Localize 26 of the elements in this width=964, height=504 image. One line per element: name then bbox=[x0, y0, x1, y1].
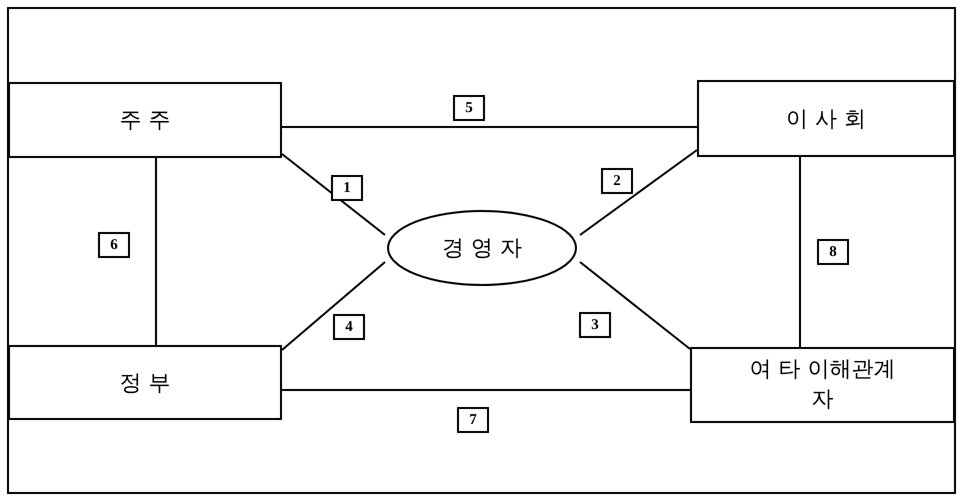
number-label: 3 bbox=[579, 312, 611, 338]
connector-line bbox=[579, 149, 698, 236]
number-label: 5 bbox=[453, 95, 485, 121]
number-label: 6 bbox=[98, 232, 130, 258]
connector-line bbox=[282, 126, 697, 128]
connector-line bbox=[579, 261, 691, 350]
connector-line bbox=[281, 261, 386, 351]
connector-line bbox=[799, 157, 801, 347]
stakeholder-box bbox=[8, 345, 282, 420]
stakeholder-box bbox=[8, 82, 282, 158]
number-label: 4 bbox=[333, 314, 365, 340]
number-label: 8 bbox=[817, 239, 849, 265]
connector-line bbox=[155, 158, 157, 345]
number-label: 2 bbox=[601, 168, 633, 194]
node-text: 이 사 회 bbox=[785, 106, 867, 134]
node-text: 경 영 자 bbox=[441, 235, 523, 263]
node-text: 주 주 bbox=[118, 107, 172, 135]
connector-line bbox=[281, 153, 386, 236]
node-text: 여 타 이해관계자 bbox=[748, 356, 896, 414]
number-label: 1 bbox=[331, 175, 363, 201]
number-label: 7 bbox=[457, 407, 489, 433]
stakeholder-box bbox=[690, 347, 955, 423]
connector-line bbox=[282, 389, 690, 391]
stakeholder-box bbox=[697, 80, 955, 157]
ellipse-node bbox=[387, 210, 577, 286]
node-text: 정 부 bbox=[118, 370, 172, 398]
